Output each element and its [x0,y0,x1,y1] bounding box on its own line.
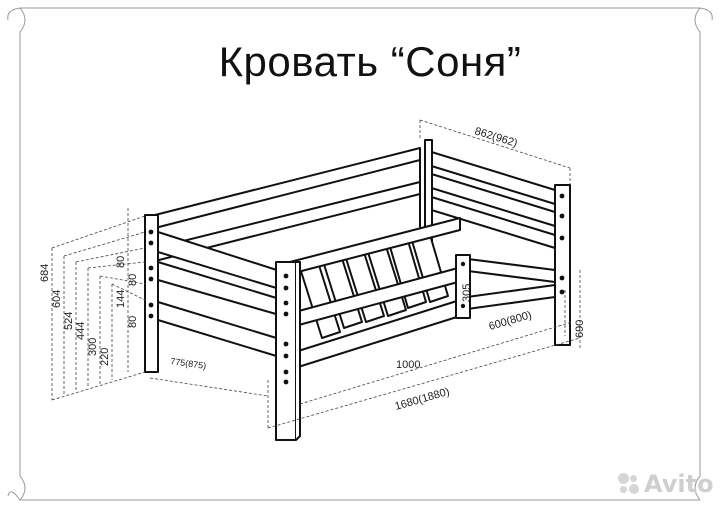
dim-300: 300 [87,338,99,356]
dim-604: 604 [51,290,63,308]
avito-watermark: Avito [618,470,714,498]
bolts [148,193,565,385]
front-left-post [275,261,301,441]
dim-depth-left: 775(875) [170,356,207,371]
dim-total-length: 1680(1880) [394,386,451,413]
dim-524: 524 [63,312,75,330]
dim-144: 144 [115,290,127,308]
end-rail [459,257,556,283]
dim-80-mid: 80 [127,274,139,286]
dim-inner-length: 1000 [396,359,420,371]
page-title: Кровать “Соня” [218,38,522,85]
dim-inner-width: 600(800) [488,309,534,333]
dim-444: 444 [75,322,87,340]
middle-post [455,254,471,319]
dim-80-top: 80 [115,256,127,268]
avito-logo-icon [618,473,640,495]
dim-684: 684 [39,264,51,282]
dim-height-right: 690 [574,320,586,338]
dim-top-width: 862(962) [473,125,519,149]
dim-80-low: 80 [127,316,139,328]
dim-rail-height: 305 [461,284,473,302]
right-post [554,184,571,346]
end-rail-low [459,284,556,311]
dim-220: 220 [99,348,111,366]
watermark-text: Avito [644,470,714,498]
dimension-lines [51,119,581,429]
